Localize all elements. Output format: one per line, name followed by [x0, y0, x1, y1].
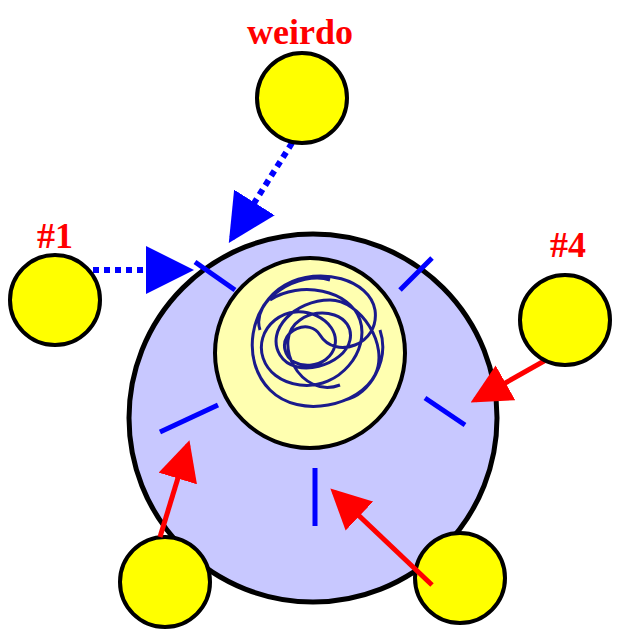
receptors — [160, 258, 465, 526]
node-label: #1 — [37, 218, 73, 254]
dna-tangle — [252, 276, 382, 406]
red-arrow — [475, 356, 553, 400]
ligand-node: #4 — [517, 227, 613, 368]
nucleus — [215, 258, 405, 448]
node-label: #4 — [550, 227, 586, 263]
ligand-circle — [120, 537, 210, 627]
ligand-circle — [7, 252, 103, 348]
ligand-node: weirdo — [247, 14, 353, 146]
dotted-arrow — [93, 267, 188, 273]
red-arrow — [334, 492, 432, 585]
red-arrow — [160, 445, 188, 537]
ligand-circle — [415, 533, 505, 623]
ligand-node: #1 — [7, 218, 103, 348]
ligand-circle — [517, 272, 613, 368]
dotted-arrow — [232, 143, 292, 238]
ligand-circle — [254, 50, 350, 146]
node-label: weirdo — [247, 14, 353, 50]
